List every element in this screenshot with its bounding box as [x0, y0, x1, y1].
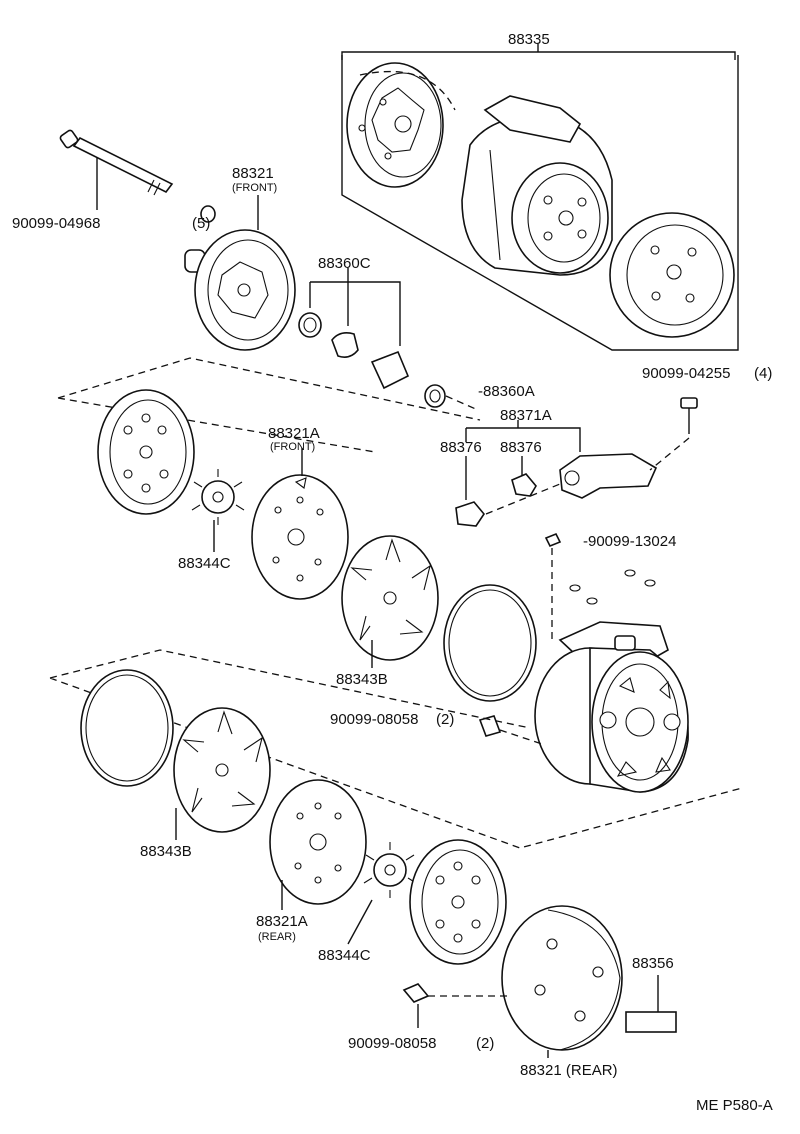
- label-valve-right: 88376: [500, 439, 542, 456]
- label-bolt-04255-qty: (4): [754, 365, 772, 382]
- label-pin-lower-qty: (2): [476, 1035, 494, 1052]
- label-screw-13024: -90099-13024: [583, 533, 676, 550]
- suction-reed-rear: [173, 707, 271, 840]
- compressor-body: [534, 621, 689, 793]
- label-suction-reed-front: 88343B: [336, 671, 388, 688]
- label-front-housing-sub: (FRONT): [232, 182, 277, 194]
- label-label-plate: 88356: [632, 955, 674, 972]
- screw-13024: [544, 532, 562, 640]
- assembly-compressor-body: [461, 95, 613, 276]
- label-88335: 88335: [508, 31, 550, 48]
- pin-upper: [478, 715, 546, 746]
- label-valve-plate-rear: 88321A: [256, 913, 308, 930]
- valve-plate-rear: [269, 779, 367, 910]
- label-seal-kit: 88360C: [318, 255, 371, 272]
- shaft-seal: [331, 332, 359, 358]
- label-through-bolt-qty: (5): [192, 215, 210, 232]
- label-bolt-04255: 90099-04255: [642, 365, 730, 382]
- lower-guide-lines: [49, 649, 743, 849]
- valve-left: [455, 501, 485, 527]
- through-bolt: [59, 129, 174, 210]
- valve-kit: [455, 420, 658, 527]
- label-plate: [625, 975, 677, 1033]
- seal-kit: [298, 268, 479, 411]
- seal-sleeve: [370, 350, 410, 390]
- label-valve-plate-front: 88321A: [268, 425, 320, 442]
- valve-right: [511, 473, 537, 497]
- rear-housing: [501, 905, 623, 1058]
- pin-lower: [402, 983, 508, 1028]
- label-valve-left: 88376: [440, 439, 482, 456]
- label-front-housing: 88321: [232, 165, 274, 182]
- label-o-ring: -88360A: [478, 383, 535, 400]
- rear-cylinder-head: [409, 839, 507, 965]
- footer-code: ME P580-A: [696, 1097, 773, 1114]
- large-o-ring-lower: [80, 669, 174, 787]
- label-pin-upper-qty: (2): [436, 711, 454, 728]
- bolt-04255: [649, 397, 698, 471]
- label-pin-lower: 90099-08058: [348, 1035, 436, 1052]
- label-valve-plate-front-sub: (FRONT): [270, 441, 315, 453]
- assembly-bracket: [341, 44, 739, 351]
- label-pin-upper: 90099-08058: [330, 711, 418, 728]
- label-valve-kit: 88371A: [500, 407, 552, 424]
- large-o-ring-upper: [443, 584, 537, 702]
- label-valve-plate-rear-sub: (REAR): [258, 931, 296, 943]
- front-cylinder-head: [97, 389, 195, 515]
- label-rear-housing: 88321 (REAR): [520, 1062, 618, 1079]
- label-reed-rear: 88344C: [318, 947, 371, 964]
- assembly-front-plate: [346, 62, 456, 188]
- small-collar: [200, 205, 216, 223]
- valve-plate-front: [251, 448, 349, 600]
- upper-guide-lines: [57, 357, 481, 453]
- valve-housing: [559, 453, 658, 499]
- label-through-bolt: 90099-04968: [12, 215, 100, 232]
- label-suction-reed-rear: 88343B: [140, 843, 192, 860]
- suction-reed-front: [341, 535, 439, 668]
- reed-valve-front: [191, 469, 245, 552]
- label-reed-front: 88344C: [178, 555, 231, 572]
- small-washers: [569, 569, 656, 605]
- front-housing: [184, 195, 296, 351]
- assembly-rear-plate: [609, 212, 735, 338]
